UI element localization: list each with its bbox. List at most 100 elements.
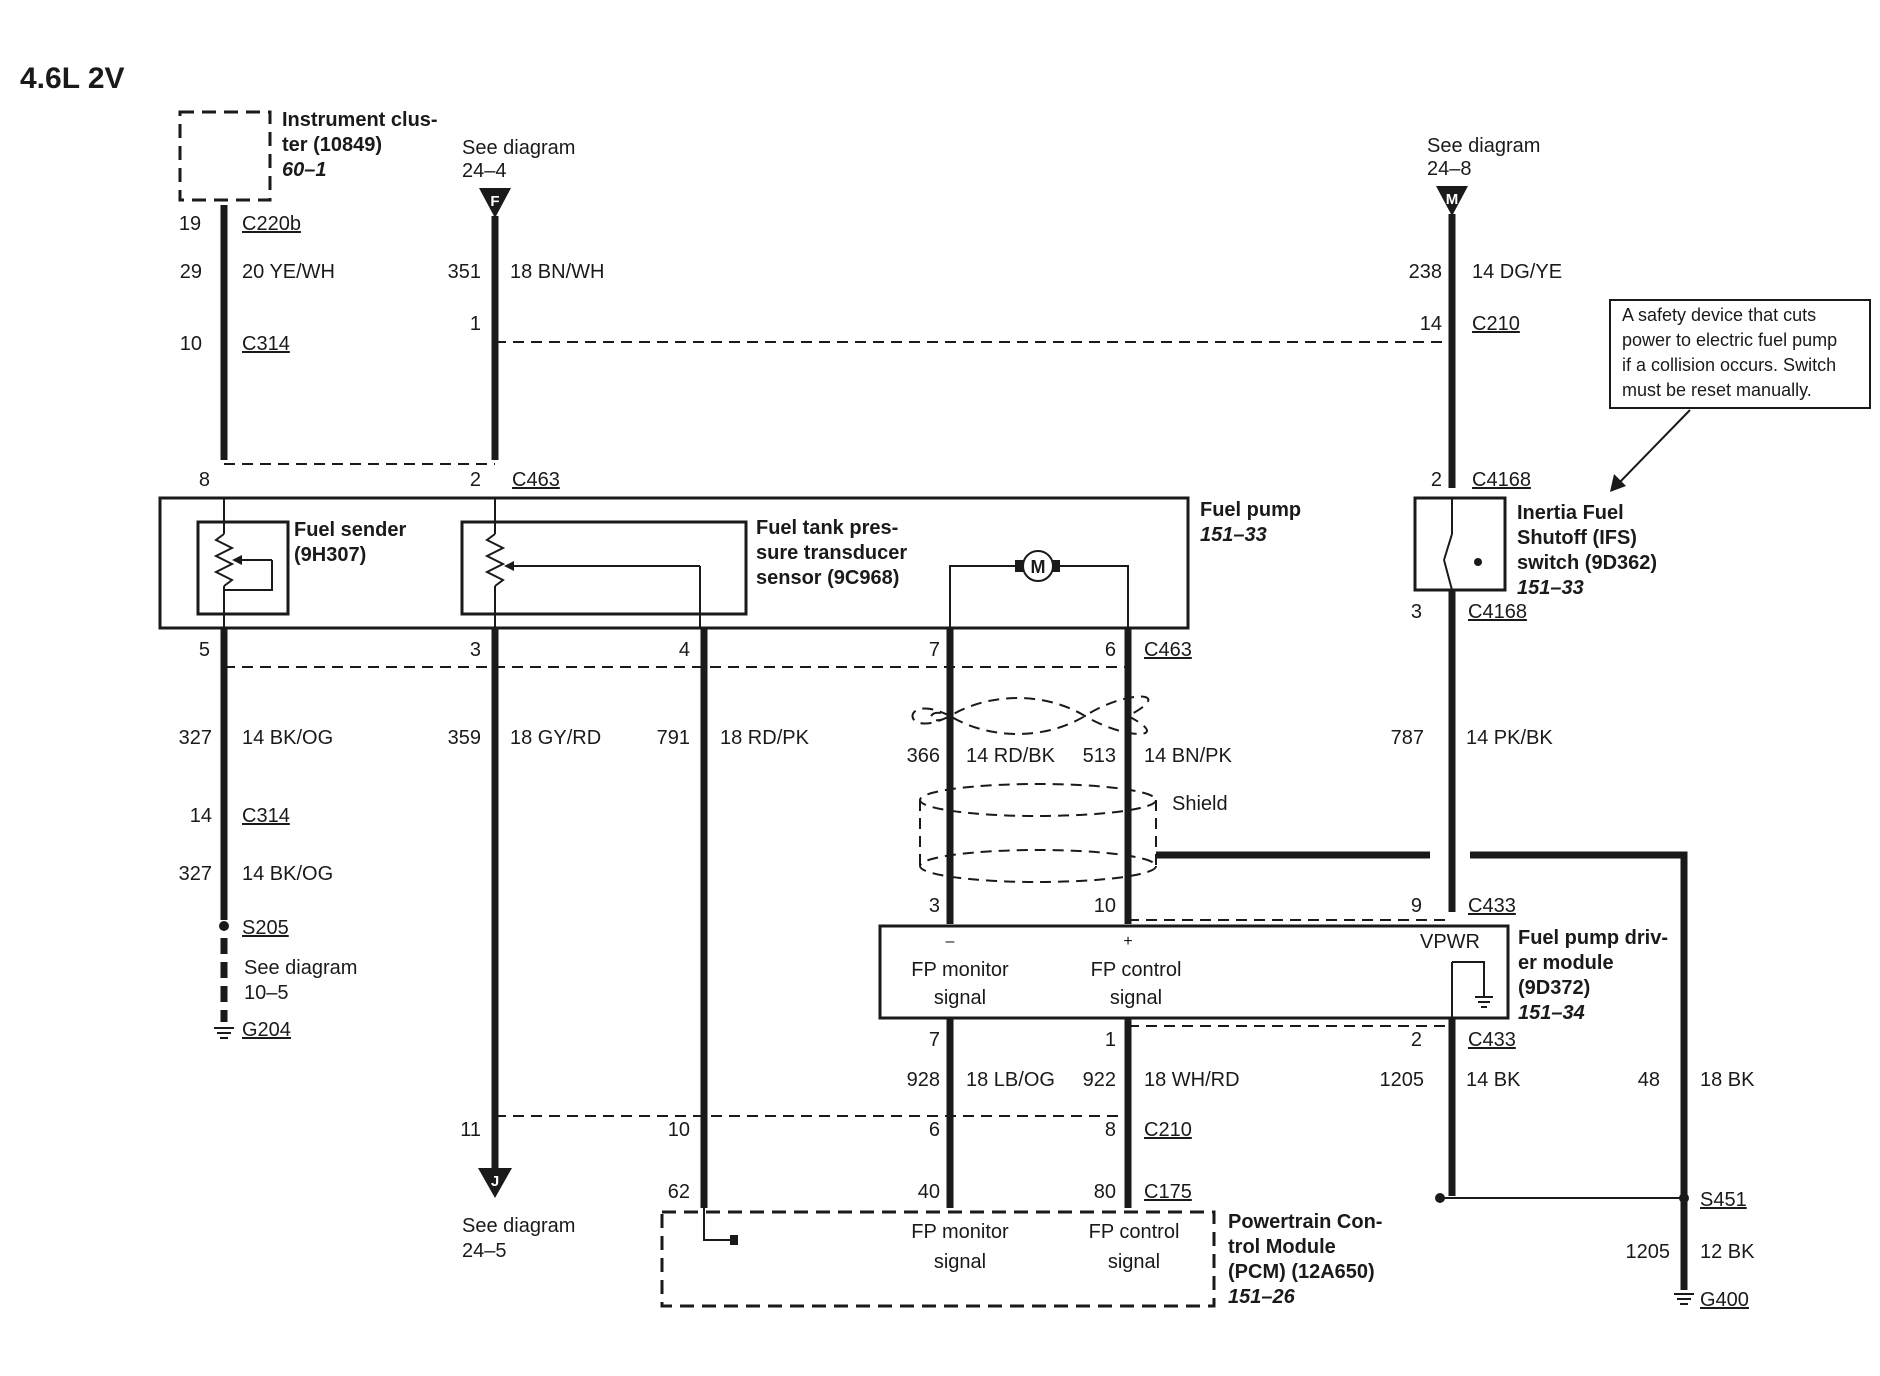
pcm-name-3: (PCM) (12A650)	[1228, 1261, 1375, 1283]
shield-top-icon	[919, 783, 1157, 817]
twisted-pair-icon	[911, 695, 1150, 735]
pin-1-c433: 1	[1105, 1029, 1116, 1051]
ifs-switch-terminal-icon	[1474, 558, 1482, 566]
see-diagram-f-text: See diagram	[462, 137, 575, 159]
pin-6-c210: 6	[929, 1119, 940, 1141]
fpdm-control-label-1: FP control	[1091, 959, 1182, 981]
pin-10-c210: 10	[668, 1119, 690, 1141]
circuit-1205-spec-upper: 14 BK	[1466, 1069, 1521, 1091]
circuit-238-spec: 14 DG/YE	[1472, 261, 1562, 283]
pin-7-c433: 7	[929, 1029, 940, 1051]
fpdm-name-2: er module	[1518, 952, 1614, 974]
circuit-327-spec-upper: 14 BK/OG	[242, 727, 333, 749]
pin-6-c463: 6	[1105, 639, 1116, 661]
splice-s205-dot	[219, 921, 229, 931]
fuel-sender-return	[224, 560, 273, 591]
connector-c4168-upper: C4168	[1472, 469, 1531, 491]
circuit-791-spec: 18 RD/PK	[720, 727, 810, 749]
pin-19: 19	[179, 213, 201, 235]
pin-2-c4168: 2	[1431, 469, 1442, 491]
see-diagram-m-ref: 24–8	[1427, 158, 1472, 180]
safety-note-line-1: A safety device that cuts	[1622, 305, 1816, 325]
fpdm-name-3: (9D372)	[1518, 977, 1590, 999]
circuit-238-number: 238	[1409, 261, 1442, 283]
connector-c463-upper: C463	[512, 469, 560, 491]
fuel-sender-name-1: Fuel sender	[294, 519, 406, 541]
pin-10: 10	[180, 333, 202, 355]
pin-7-c463: 7	[929, 639, 940, 661]
fpdm-plus-sign: +	[1123, 933, 1132, 950]
circuit-327-spec-lower: 14 BK/OG	[242, 863, 333, 885]
fuel-pump-ref: 151–33	[1200, 524, 1267, 546]
connector-c175: C175	[1144, 1181, 1192, 1203]
arrow-j-icon	[478, 1168, 512, 1198]
connector-c210-upper: C210	[1472, 313, 1520, 335]
see-diagram-ground-text: See diagram	[244, 957, 357, 979]
diagram-title: 4.6L 2V	[20, 62, 125, 95]
see-diagram-j-ref: 24–5	[462, 1240, 507, 1262]
circuit-351-number: 351	[448, 261, 481, 283]
pump-motor-terminal-right	[1052, 560, 1060, 572]
pin-8: 8	[199, 469, 210, 491]
circuit-922-spec: 18 WH/RD	[1144, 1069, 1240, 1091]
instrument-cluster-name-1: Instrument clus-	[282, 109, 438, 131]
circuit-1205-number-upper: 1205	[1380, 1069, 1425, 1091]
pin-5: 5	[199, 639, 210, 661]
shield-label: Shield	[1172, 793, 1228, 815]
pump-motor-lead-left	[949, 565, 1017, 628]
ifs-switch-contact-bottom	[1443, 559, 1453, 591]
pcm-monitor-label-1: FP monitor	[911, 1221, 1009, 1243]
circuit-29-number: 29	[180, 261, 202, 283]
pressure-sensor-name-2: sure transducer	[756, 542, 907, 564]
safety-note-line-3: if a collision occurs. Switch	[1622, 355, 1836, 375]
fpdm-minus-sign: –	[946, 933, 955, 950]
circuit-366-spec: 14 RD/BK	[966, 745, 1056, 767]
connector-c433-lower: C433	[1468, 1029, 1516, 1051]
pressure-sensor-resistor-icon	[484, 533, 506, 587]
fpdm-vpwr-label: VPWR	[1420, 931, 1480, 953]
shield-drain-wire-b	[1470, 851, 1688, 1196]
fpdm-control-label-2: signal	[1110, 987, 1162, 1009]
fuel-sender-wiper-arrow-icon	[232, 555, 242, 565]
ifs-switch-box	[1413, 496, 1507, 592]
ifs-ref: 151–33	[1517, 577, 1584, 599]
circuit-791-number: 791	[657, 727, 690, 749]
pump-motor-letter: M	[1031, 557, 1046, 577]
pressure-sensor-name-3: sensor (9C968)	[756, 567, 899, 589]
safety-note-box	[1609, 299, 1871, 409]
see-diagram-f-ref: 24–4	[462, 160, 507, 182]
safety-note-line-2: power to electric fuel pump	[1622, 330, 1837, 350]
fuel-sender-name-2: (9H307)	[294, 544, 366, 566]
pump-motor-terminal-left	[1015, 560, 1023, 572]
pump-motor-lead-right	[1058, 565, 1129, 628]
circuit-928-number: 928	[907, 1069, 940, 1091]
circuit-922-number: 922	[1083, 1069, 1116, 1091]
fpdm-ref: 151–34	[1518, 1002, 1585, 1024]
fpdm-name-1: Fuel pump driv-	[1518, 927, 1668, 949]
ifs-name-3: switch (9D362)	[1517, 552, 1657, 574]
pin-11: 11	[460, 1119, 481, 1141]
pcm-control-label-2: signal	[1108, 1251, 1160, 1273]
circuit-513-spec: 14 BN/PK	[1144, 745, 1232, 767]
note-pointer-line	[1617, 409, 1691, 485]
connector-c220b: C220b	[242, 213, 301, 235]
ifs-switch-blade	[1443, 533, 1453, 561]
pressure-sensor-name-1: Fuel tank pres-	[756, 517, 898, 539]
instrument-cluster-ref: 60–1	[282, 159, 327, 181]
circuit-787-spec: 14 PK/BK	[1466, 727, 1553, 749]
circuit-48-number: 48	[1638, 1069, 1660, 1091]
circuit-787-number: 787	[1391, 727, 1424, 749]
circuit-1205-spec-lower: 12 BK	[1700, 1241, 1755, 1263]
ground-g204: G204	[242, 1019, 291, 1041]
circuit-513-number: 513	[1083, 745, 1116, 767]
arrow-j-letter: J	[491, 1173, 499, 1190]
arrow-f-letter: F	[490, 193, 499, 210]
fuel-pump-assembly-box	[158, 496, 1190, 630]
splice-s205: S205	[242, 917, 289, 939]
pin-4: 4	[679, 639, 690, 661]
ground-g400: G400	[1700, 1289, 1749, 1311]
pin-14-c314: 14	[190, 805, 212, 827]
pcm-control-label-1: FP control	[1089, 1221, 1180, 1243]
